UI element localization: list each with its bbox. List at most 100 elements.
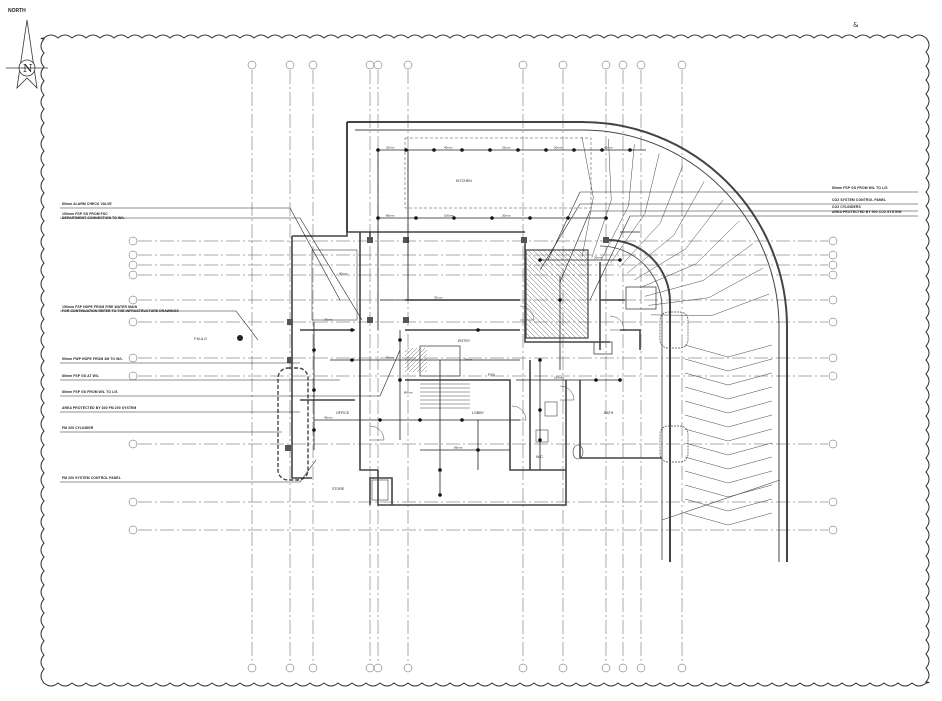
hatch-line <box>404 347 414 357</box>
column <box>367 317 373 323</box>
ramp-line <box>673 181 705 236</box>
grid-bubble-icon <box>828 525 838 535</box>
grid-bubble-icon <box>403 60 413 70</box>
callout-left-0: 80mm ALARM CHECK VALVE <box>62 202 112 206</box>
room-outline <box>593 341 613 355</box>
ramp-line <box>661 479 781 521</box>
hatch-line <box>547 249 589 291</box>
room-label-entry: ENTRY <box>458 339 471 343</box>
grid-bubble-icon <box>828 295 838 305</box>
pipe-size-label: 65mm <box>604 146 613 150</box>
ramp-line <box>601 205 629 260</box>
toilet-icon <box>572 444 584 460</box>
ramp-line <box>626 234 675 274</box>
hatch-line <box>525 322 542 339</box>
hatch-line <box>525 297 567 339</box>
room-label-lobby: LOBBY <box>472 411 485 415</box>
hatched-co2-room <box>525 249 589 339</box>
grid-bubble-icon <box>365 60 375 70</box>
fire-tag-marker-icon <box>237 335 243 341</box>
ramp-line <box>644 280 704 297</box>
hatched-areas <box>277 136 781 526</box>
callout-left-5: 50mm FWP HDPE FROM 3M TO W/L <box>62 357 123 361</box>
leader-line <box>60 207 341 301</box>
hatch-line <box>525 257 589 321</box>
grid-bubble-icon <box>636 663 646 673</box>
grid-bubble-icon <box>247 663 257 673</box>
column <box>285 445 291 451</box>
sprinkler-head-icon <box>604 216 608 220</box>
grid-bubble-icon <box>128 497 138 507</box>
pipe-size-label: 80mm <box>404 391 413 395</box>
callout-left-6: 80mm FSP GS AT W/L <box>62 374 100 378</box>
hatch-line <box>416 361 428 373</box>
fm200-cylinder-bank <box>277 367 309 481</box>
callout-right-1: CO2 SYSTEM CONTROL PANEL <box>832 198 887 202</box>
callout-left-10: FM 200 SYSTEM CONTROL PANEL <box>62 476 121 480</box>
ramp-line <box>660 165 683 224</box>
grid-bubble-icon <box>403 663 413 673</box>
room-label-bath: BATH <box>604 411 614 415</box>
ramp-line <box>644 153 660 214</box>
sprinkler-head-icon <box>398 378 402 382</box>
hatch-line <box>525 302 562 339</box>
sprinkler-head-icon <box>538 438 542 442</box>
room-label-valve: FSV <box>488 373 496 377</box>
ramp-line <box>628 144 635 206</box>
sprinkler-head-icon <box>538 258 542 262</box>
hatch-line <box>577 249 589 261</box>
column <box>403 317 409 323</box>
grid-bubble-icon <box>128 260 138 270</box>
leader-line <box>589 215 918 301</box>
hatch-line <box>572 249 589 266</box>
ramp-chevron <box>684 386 773 400</box>
hatch-line <box>562 249 589 276</box>
room-outline <box>625 286 657 310</box>
grid-bubble-icon <box>128 317 138 327</box>
walls <box>285 121 788 562</box>
ramp-chevron <box>684 484 773 498</box>
grid-bubble-icon <box>128 236 138 246</box>
room-outline <box>311 249 358 321</box>
hatch-line <box>525 282 582 339</box>
pipe-runs <box>312 148 646 497</box>
sprinkler-head-icon <box>378 418 382 422</box>
column <box>521 237 527 243</box>
wall <box>359 232 378 471</box>
ramp-line <box>608 138 612 201</box>
sprinkler-head-icon <box>312 388 316 392</box>
grid-bubble-icon <box>128 439 138 449</box>
sprinkler-head-icon <box>452 216 456 220</box>
grid-bubble-icon <box>828 439 838 449</box>
grid-bubble-icon <box>308 60 318 70</box>
sprinkler-head-icon <box>438 493 442 497</box>
door-swing <box>559 385 575 401</box>
hatch-line <box>525 292 572 339</box>
sprinkler-head-icon <box>376 216 380 220</box>
zone-outline <box>404 137 592 209</box>
column <box>367 237 373 243</box>
callout-right-0: 80mm FSP GS FROM W/L TO L/S <box>832 186 888 190</box>
ramp-line <box>591 200 612 258</box>
column <box>603 237 609 243</box>
grid-bubble-icon <box>828 260 838 270</box>
grid-bubble-icon <box>128 295 138 305</box>
sprinkler-head-icon <box>594 378 598 382</box>
pipe-size-label: 25mm <box>324 318 333 322</box>
wall <box>291 236 312 479</box>
callout-left-1: 100mm FSP GS FROM FSC <box>62 212 108 216</box>
hatch-line <box>404 347 410 353</box>
leader-line <box>547 191 918 261</box>
hatch-line <box>525 332 532 339</box>
ramp-chevron <box>684 456 773 470</box>
pipe-size-label: 80mm <box>386 214 395 218</box>
leader-line <box>60 459 317 483</box>
ramp-line <box>695 220 740 265</box>
pipe-size-label: 50mm <box>554 146 563 150</box>
sprinkler-head-icon <box>460 148 464 152</box>
ramp-line <box>581 197 594 258</box>
ramp-line <box>685 199 724 249</box>
pipe-size-label: 40mm <box>444 146 453 150</box>
ramp-line <box>633 248 686 281</box>
hatch-line <box>525 277 587 339</box>
